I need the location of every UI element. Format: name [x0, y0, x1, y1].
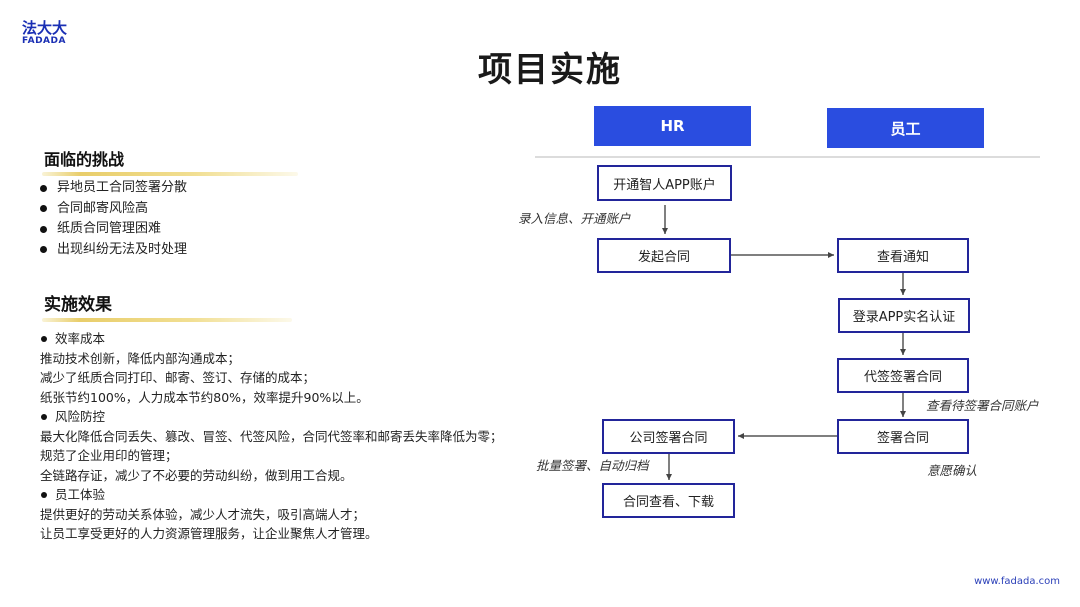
- node-proxy-sign: 代签签署合同: [837, 358, 969, 393]
- node-view-download: 合同查看、下载: [602, 483, 735, 518]
- effects-body: 效率成本 推动技术创新，降低内部沟通成本； 减少了纸质合同打印、邮寄、签订、存储…: [40, 329, 503, 544]
- bullet-icon: [41, 491, 47, 498]
- effects-heading: 实施效果: [44, 295, 112, 315]
- effect-group-title: 风险防控: [40, 407, 503, 427]
- fadada-logo: 法大大 FADADA: [22, 20, 76, 47]
- challenge-item: 出现纠纷无法及时处理: [40, 240, 187, 261]
- node-company-sign: 公司签署合同: [602, 419, 735, 454]
- logo-cn: 法大大: [22, 19, 68, 37]
- node-open-account: 开通智人APP账户: [597, 165, 732, 201]
- page-title: 项目实施: [478, 50, 622, 90]
- effect-line: 让员工享受更好的人力资源管理服务，让企业聚焦人才管理。: [40, 526, 378, 541]
- challenge-item: 纸质合同管理困难: [40, 219, 187, 240]
- effects-underline: [42, 318, 292, 322]
- challenge-item: 异地员工合同签署分散: [40, 178, 187, 199]
- effect-line: 全链路存证，减少了不必要的劳动纠纷，做到用工合规。: [40, 467, 353, 483]
- effect-line: 减少了纸质合同打印、邮寄、签订、存储的成本；: [40, 370, 316, 385]
- bullet-icon: [40, 184, 47, 192]
- node-login-verify: 登录APP实名认证: [838, 298, 970, 333]
- logo-en: FADADA: [22, 36, 66, 46]
- node-initiate-contract: 发起合同: [597, 238, 731, 273]
- challenges-heading: 面临的挑战: [44, 150, 125, 169]
- challenges-underline: [42, 172, 298, 176]
- bullet-icon: [41, 413, 47, 420]
- lane-divider: [535, 156, 1040, 158]
- note-batch-archive: 批量签署、自动归档: [536, 458, 649, 473]
- node-sign-contract: 签署合同: [837, 419, 969, 454]
- effect-line: 提供更好的劳动关系体验，减少人才流失，吸引高端人才；: [40, 506, 366, 522]
- effect-line: 纸张节约100%，人力成本节约80%，效率提升90%以上。: [40, 389, 369, 405]
- lane-header-hr: HR: [594, 106, 751, 146]
- note-view-pending: 查看待签署合同账户: [926, 398, 1039, 413]
- note-enter-info: 录入信息、开通账户: [518, 211, 631, 226]
- effect-line: 最大化降低合同丢失、篡改、冒签、代签风险，合同代签率和邮寄丢失率降低为零；: [40, 428, 503, 444]
- effect-group-title: 员工体验: [40, 485, 503, 505]
- effect-line: 规范了企业用印的管理；: [40, 448, 178, 463]
- challenge-item: 合同邮寄风险高: [40, 199, 187, 220]
- effect-line: 推动技术创新，降低内部沟通成本；: [40, 350, 241, 366]
- note-intent-confirm: 意愿确认: [927, 463, 978, 478]
- challenges-list: 异地员工合同签署分散 合同邮寄风险高 纸质合同管理困难 出现纠纷无法及时处理: [40, 178, 187, 260]
- lane-header-employee: 员工: [827, 108, 984, 148]
- node-view-notice: 查看通知: [837, 238, 969, 273]
- bullet-icon: [40, 246, 47, 254]
- bullet-icon: [40, 205, 47, 213]
- effect-group-title: 效率成本: [40, 329, 503, 349]
- footer-url: www.fadada.com: [974, 576, 1060, 587]
- bullet-icon: [41, 335, 47, 342]
- bullet-icon: [40, 225, 47, 233]
